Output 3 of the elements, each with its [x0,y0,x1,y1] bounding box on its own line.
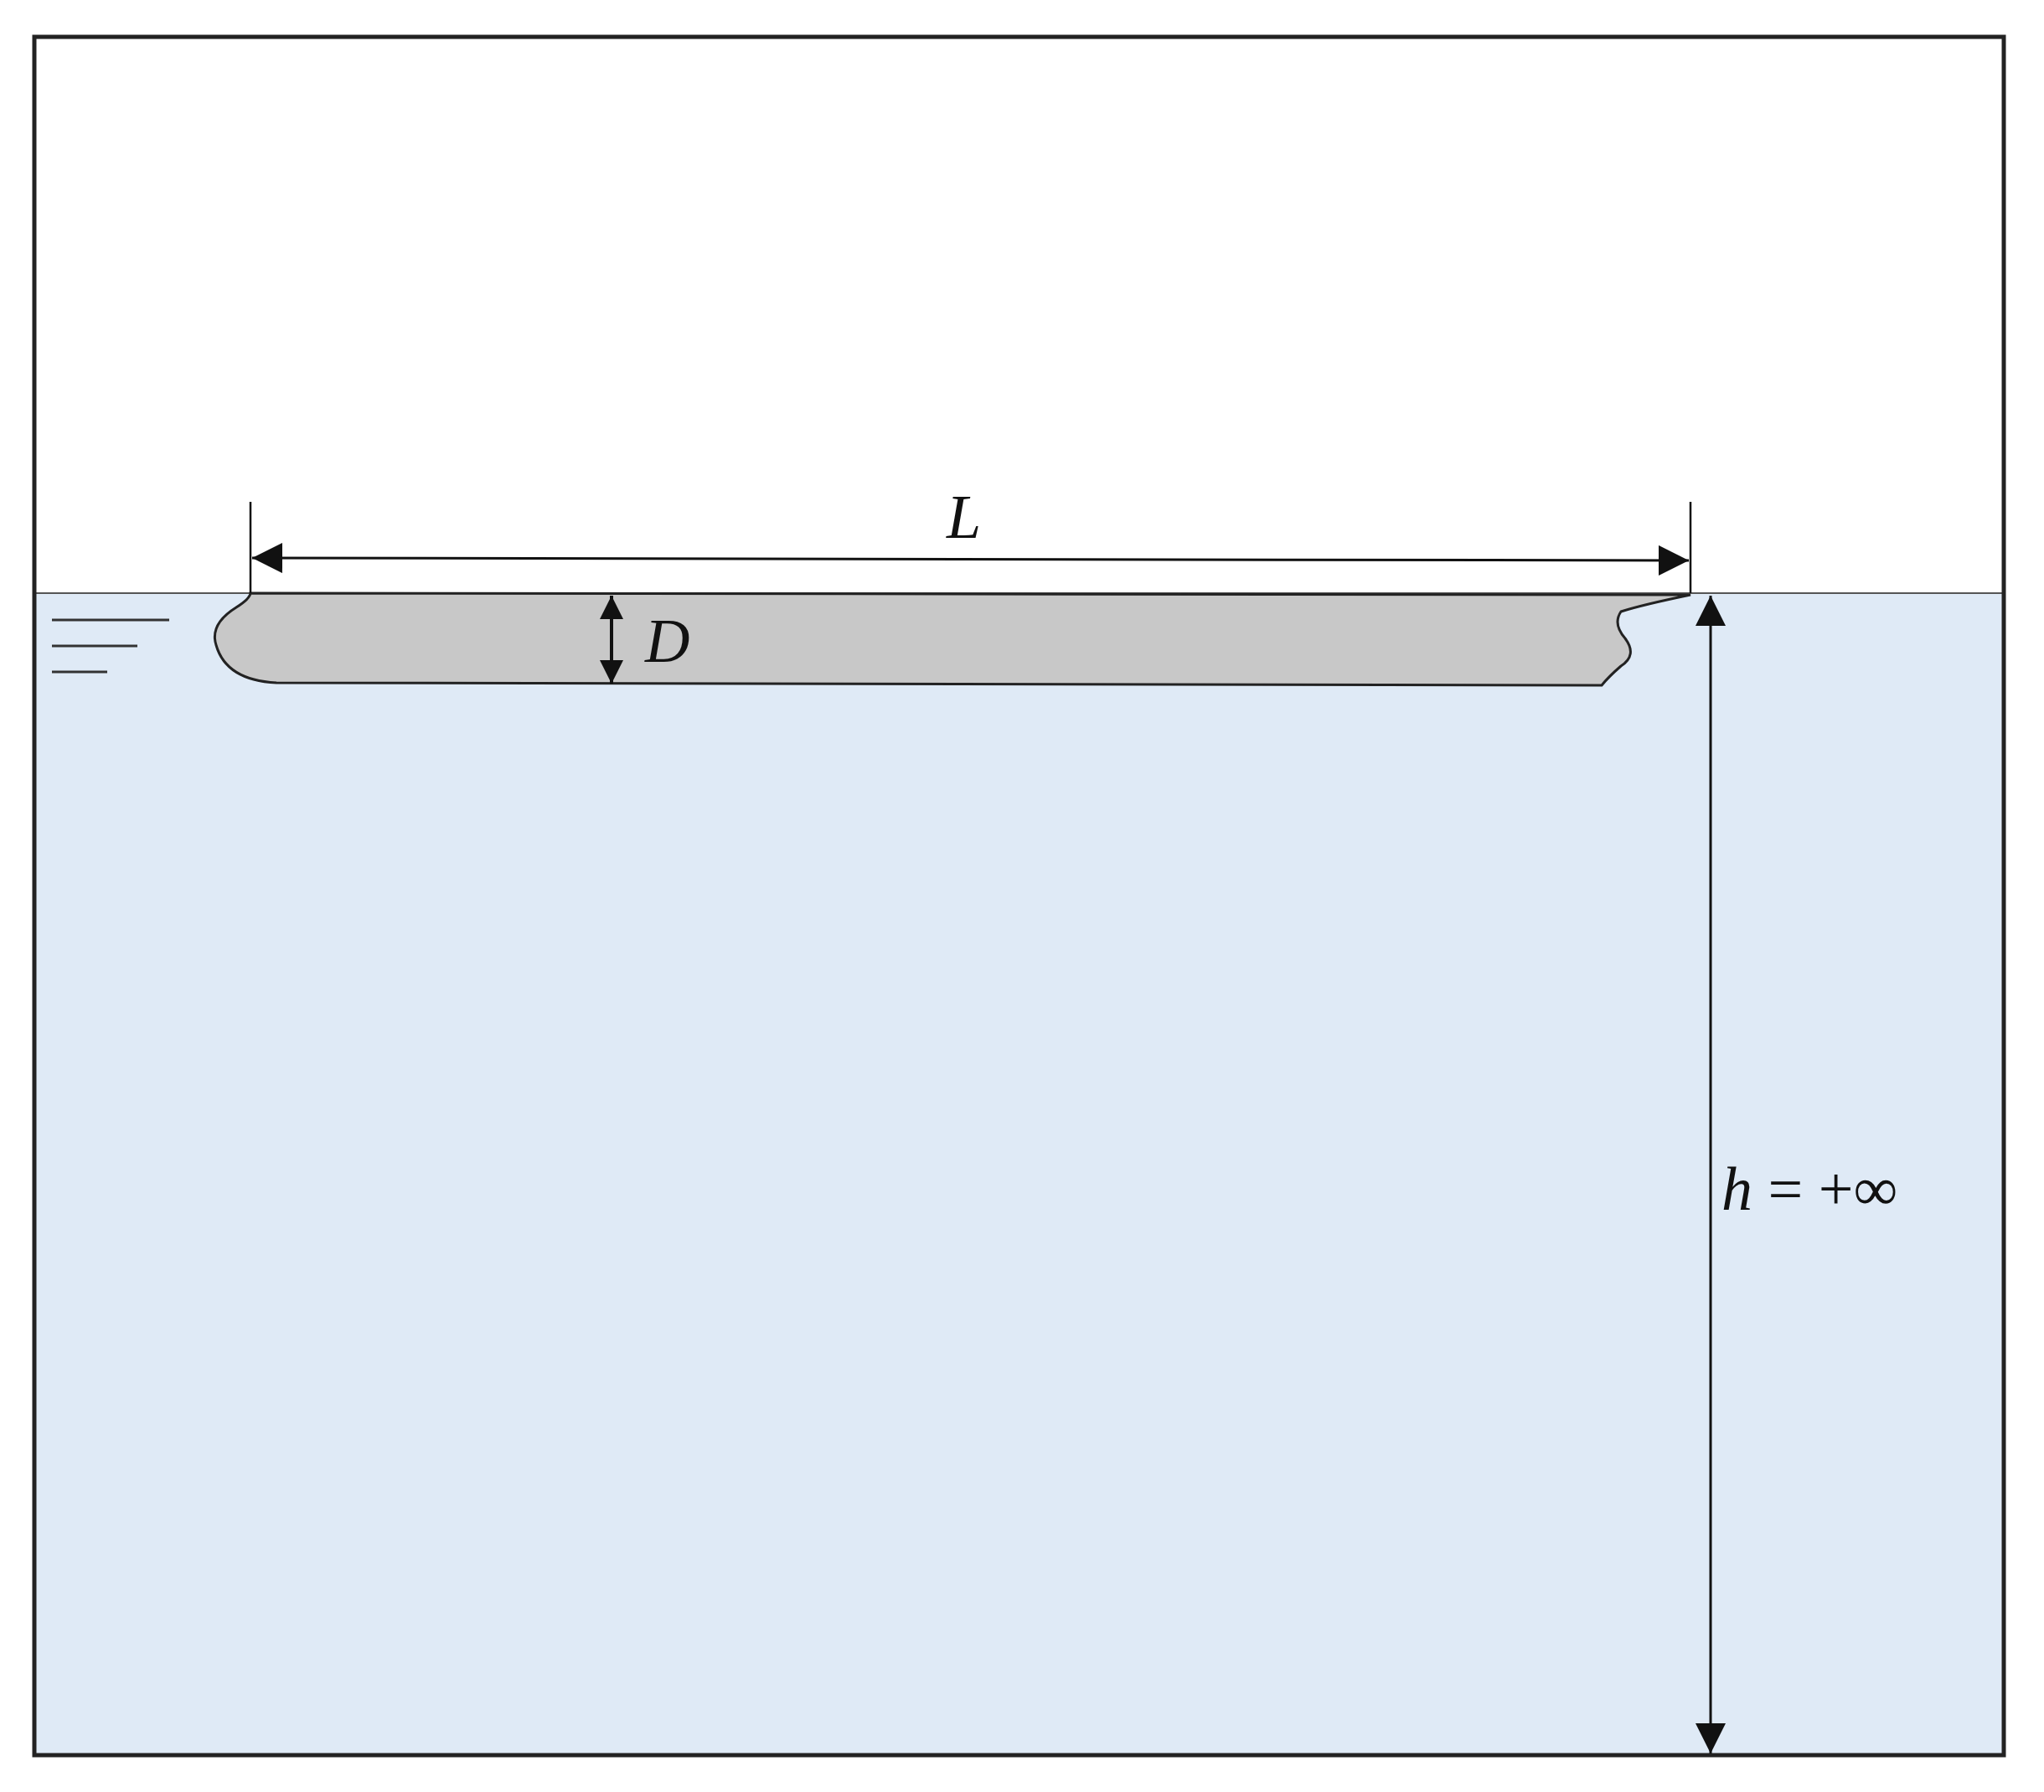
dimension-label: h = +∞ [1721,1158,1898,1220]
dimension-label: D [645,610,690,672]
dimension-label: L [947,486,982,548]
